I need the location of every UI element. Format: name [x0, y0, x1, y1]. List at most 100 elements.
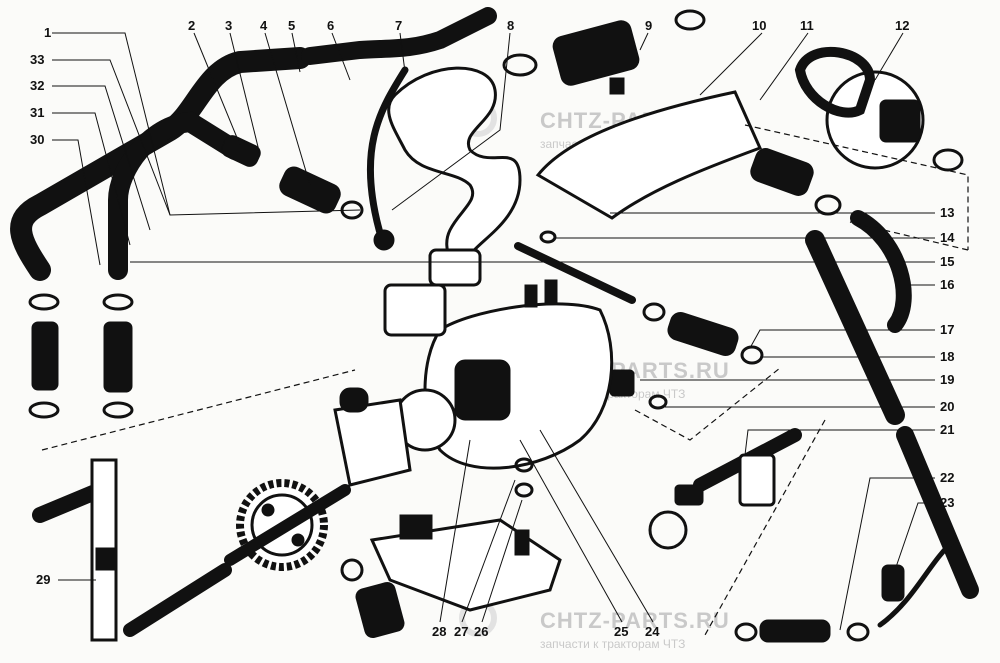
assembly-lines — [41, 124, 969, 636]
part-water-pump — [333, 398, 412, 487]
callout-21: 21 — [940, 422, 954, 437]
part-compressor-body — [423, 302, 614, 470]
callout-25: 25 — [614, 624, 628, 639]
leader-21 — [744, 429, 935, 456]
part-hose-13 — [750, 148, 814, 196]
callout-4: 4 — [260, 18, 268, 33]
leader-31 — [52, 112, 131, 246]
part-clamp — [734, 622, 758, 642]
callout-15: 15 — [940, 254, 954, 269]
callout-32: 32 — [30, 78, 44, 93]
leader-32 — [52, 85, 151, 231]
part-stud — [524, 284, 538, 308]
part-tube-22 — [877, 537, 958, 628]
part-clamp — [502, 53, 538, 77]
part-clamp — [642, 302, 666, 322]
part-hose-bottom — [759, 619, 831, 643]
callout-26: 26 — [474, 624, 488, 639]
leader-10 — [699, 32, 763, 96]
part-rod-end — [373, 229, 395, 251]
leader-lines — [52, 32, 935, 631]
callout-20: 20 — [940, 399, 954, 414]
callout-10: 10 — [752, 18, 766, 33]
dashed-line — [704, 419, 826, 636]
part-clamp — [340, 558, 364, 582]
part-air-duct — [387, 66, 522, 264]
callout-5: 5 — [288, 18, 295, 33]
callout-11: 11 — [800, 18, 814, 33]
part-clamp — [814, 194, 842, 216]
part-bushing — [95, 547, 117, 571]
leader-17 — [749, 329, 935, 349]
part-ring-handle — [648, 510, 688, 550]
part-hose-sleeve — [279, 166, 341, 214]
callout-3: 3 — [225, 18, 232, 33]
part-hose-long — [10, 47, 311, 281]
dashed-line — [849, 221, 969, 251]
part-coupling — [123, 563, 232, 637]
leader-26 — [481, 499, 523, 623]
part-clamp — [846, 622, 870, 642]
part-rubber-sleeve — [355, 581, 405, 639]
callout-numbers: 1 2 3 4 5 6 7 8 9 10 11 12 13 14 15 16 1… — [30, 18, 955, 639]
dashed-line — [41, 369, 356, 451]
part-heat-shield — [535, 90, 763, 220]
callout-17: 17 — [940, 322, 954, 337]
part-hose-branch — [108, 111, 245, 280]
callout-13: 13 — [940, 205, 954, 220]
part-gasket — [428, 248, 482, 287]
callout-23: 23 — [940, 495, 954, 510]
callout-1: 1 — [44, 25, 51, 40]
callout-22: 22 — [940, 470, 954, 485]
part-long-bolt — [514, 242, 636, 304]
leader-5 — [291, 32, 301, 73]
callout-28: 28 — [432, 624, 446, 639]
part-bracket-block — [399, 514, 433, 540]
watermark-tagline: запчасти к тракторам ЧТЗ — [540, 637, 685, 651]
callout-8: 8 — [507, 18, 514, 33]
leader-8 — [391, 32, 511, 211]
callout-24: 24 — [645, 624, 660, 639]
leader-12 — [874, 32, 904, 81]
part-valve-nut — [674, 484, 704, 506]
part-bracket-stud — [514, 529, 530, 556]
part-bolt — [609, 77, 625, 95]
callout-30: 30 — [30, 132, 44, 147]
callout-6: 6 — [327, 18, 334, 33]
part-washer — [539, 230, 557, 244]
part-clamp — [740, 345, 764, 365]
part-short-hose — [221, 135, 261, 167]
callout-16: 16 — [940, 277, 954, 292]
part-shaft-pin — [32, 482, 108, 523]
callout-12: 12 — [895, 18, 909, 33]
part-clamp — [674, 9, 706, 31]
leader-24 — [539, 429, 654, 623]
part-washer — [514, 457, 534, 473]
part-valve-head — [383, 283, 447, 337]
leader-3 — [229, 32, 261, 156]
part-gear-hole — [291, 533, 305, 547]
part-loop-hose — [794, 46, 876, 118]
leader-7 — [399, 32, 406, 73]
part-bend-hose — [850, 210, 912, 333]
part-gear-hole — [261, 503, 275, 517]
leader-2 — [193, 32, 241, 146]
leader-6 — [331, 32, 351, 81]
part-clamp — [932, 148, 964, 172]
watermark-bottom: CHTZ-PARTS.RU запчасти к тракторам ЧТЗ — [459, 599, 730, 651]
leader-25 — [519, 439, 623, 623]
part-stud — [544, 279, 558, 305]
callout-18: 18 — [940, 349, 954, 364]
dashed-line — [634, 367, 781, 441]
part-valve-bracket — [738, 453, 776, 507]
callout-14: 14 — [940, 230, 955, 245]
watermark-brand: CHTZ-PARTS.RU — [540, 608, 730, 633]
callout-33: 33 — [30, 52, 44, 67]
part-exhaust-pipe — [805, 230, 905, 425]
leader-1 — [52, 32, 361, 216]
callout-9: 9 — [645, 18, 652, 33]
leader-4 — [264, 32, 311, 186]
callout-7: 7 — [395, 18, 402, 33]
